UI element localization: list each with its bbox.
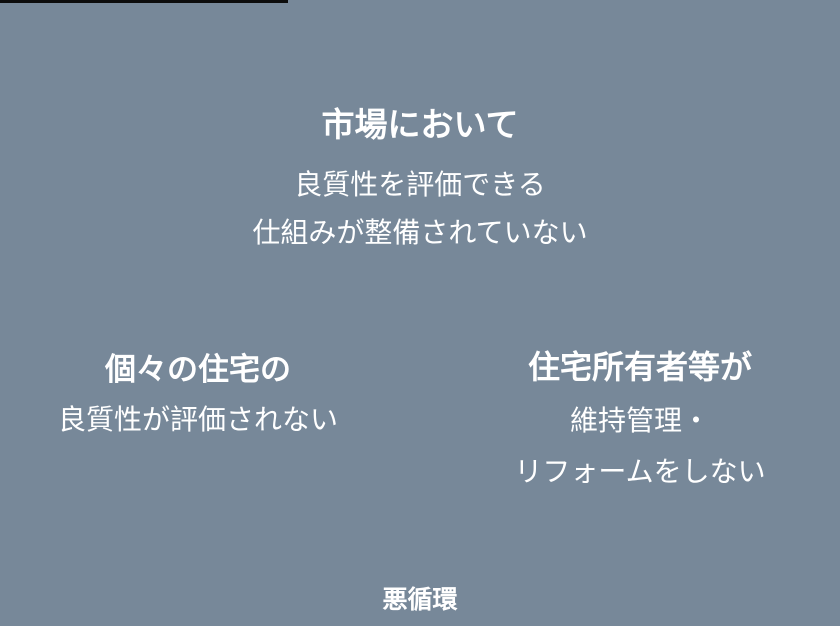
owners-block-heading: 住宅所有者等が xyxy=(527,349,752,385)
market-block-heading: 市場において xyxy=(321,106,519,143)
top-edge-bar xyxy=(0,0,288,3)
houses-block-heading: 個々の住宅の xyxy=(105,352,291,387)
market-block-line-2: 仕組みが整備されていない xyxy=(252,217,588,248)
market-block-line-1: 良質性を評価できる xyxy=(294,169,546,200)
houses-block-line-1: 良質性が評価されない xyxy=(57,404,338,435)
vicious-cycle-label: 悪循環 xyxy=(382,586,458,614)
owners-block-line-2: リフォームをしない xyxy=(514,456,766,487)
owners-block-line-1: 維持管理・ xyxy=(569,405,710,436)
